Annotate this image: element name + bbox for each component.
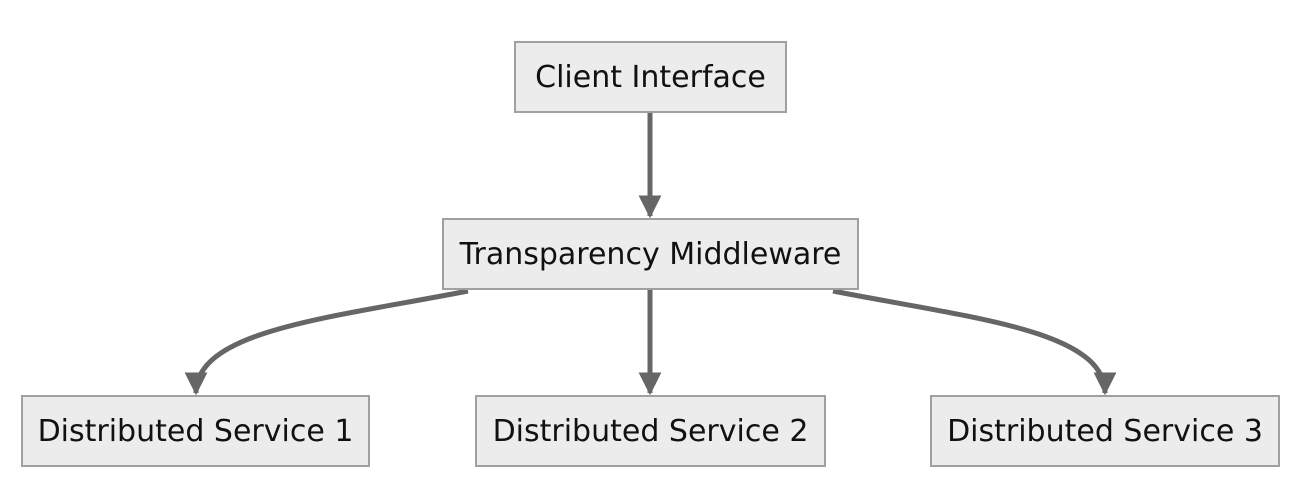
node-label: Distributed Service 1 [37, 413, 354, 449]
edge-middleware-to-service-3 [832, 288, 1117, 396]
node-label: Distributed Service 3 [947, 413, 1263, 449]
node-distributed-service-1: Distributed Service 1 [21, 395, 370, 467]
node-transparency-middleware: Transparency Middleware [442, 218, 859, 290]
node-client-interface: Client Interface [514, 41, 787, 113]
node-distributed-service-2: Distributed Service 2 [475, 395, 826, 467]
node-label: Client Interface [535, 59, 766, 95]
node-distributed-service-3: Distributed Service 3 [930, 395, 1280, 467]
edge-middleware-to-service-1 [184, 288, 469, 396]
node-label: Distributed Service 2 [492, 413, 809, 449]
node-label: Transparency Middleware [459, 236, 842, 272]
